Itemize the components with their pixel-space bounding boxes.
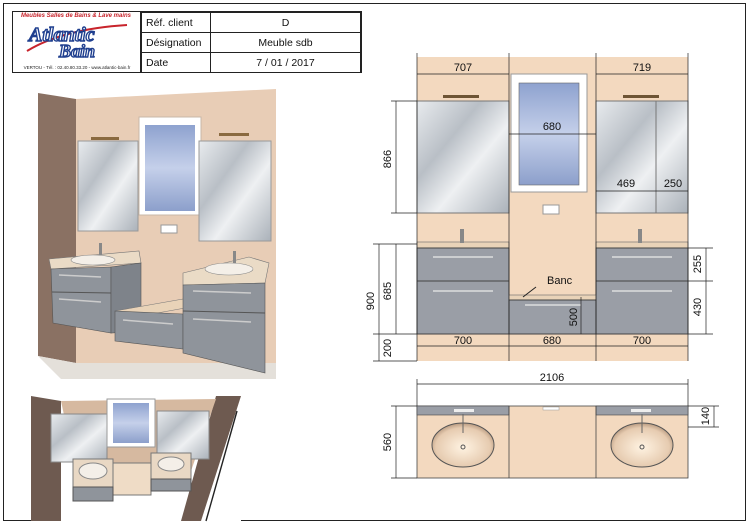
title-block: Meubles Salles de Bains & Lave mains Atl… bbox=[12, 11, 362, 73]
plan-dimension-lines bbox=[391, 379, 719, 479]
dim-mirror-left: 469 bbox=[617, 178, 635, 190]
dim-upper-drawer: 255 bbox=[692, 255, 704, 273]
dim-back-depth: 140 bbox=[700, 407, 712, 425]
dim-total-height: 900 bbox=[365, 292, 377, 310]
dim-bottom-center: 680 bbox=[543, 335, 561, 347]
dim-mirror-right: 250 bbox=[664, 178, 682, 190]
front-elevation bbox=[416, 57, 689, 361]
logo-wordmark: Atlantic Bain bbox=[26, 23, 128, 59]
overhead-perspective-view bbox=[31, 396, 241, 522]
dim-depth: 560 bbox=[382, 433, 394, 451]
row-value: 7 / 01 / 2017 bbox=[210, 52, 361, 73]
drawing-sheet: Meubles Salles de Bains & Lave mains Atl… bbox=[3, 3, 746, 522]
dim-window-width: 680 bbox=[543, 121, 561, 133]
logo-brand-top: Atlantic bbox=[27, 24, 95, 46]
bench-label: Banc bbox=[547, 275, 573, 287]
technical-drawing: 707 719 680 469 250 866 900 685 200 255 … bbox=[31, 53, 719, 522]
dim-right-width: 719 bbox=[633, 62, 651, 74]
plan-dimensions: 2106 560 140 bbox=[382, 372, 712, 451]
dim-left-width: 707 bbox=[454, 62, 472, 74]
perspective-view bbox=[38, 89, 276, 379]
table-row: Réf. client D bbox=[141, 12, 361, 33]
dim-cabinet-height: 685 bbox=[382, 282, 394, 300]
logo-contact: VERTOU - Tél. : 02.40.80.33.20 - www.atl… bbox=[23, 65, 131, 70]
elevation-dimension-lines bbox=[373, 53, 713, 362]
dim-plinth-height: 200 bbox=[382, 339, 394, 357]
row-label: Réf. client bbox=[141, 12, 211, 33]
dim-bottom-right: 700 bbox=[633, 335, 651, 347]
plan-view bbox=[416, 405, 689, 479]
row-label: Date bbox=[141, 52, 211, 73]
dim-bench-height: 500 bbox=[568, 308, 580, 326]
table-row: Date 7 / 01 / 2017 bbox=[141, 52, 361, 73]
elevation-dimensions: 707 719 680 469 250 866 900 685 200 255 … bbox=[365, 62, 704, 357]
dim-total-width: 2106 bbox=[540, 372, 564, 384]
row-label: Désignation bbox=[141, 32, 211, 53]
logo-brand-bottom: Bain bbox=[58, 41, 95, 59]
dim-mirror-height: 866 bbox=[382, 150, 394, 168]
row-value: Meuble sdb bbox=[210, 32, 361, 53]
dim-bottom-left: 700 bbox=[454, 335, 472, 347]
dim-lower-drawer: 430 bbox=[692, 298, 704, 316]
table-row: Désignation Meuble sdb bbox=[141, 32, 361, 53]
logo-tagline: Meubles Salles de Bains & Lave mains bbox=[20, 13, 132, 19]
company-logo: Meubles Salles de Bains & Lave mains Atl… bbox=[13, 12, 141, 72]
info-table: Réf. client D Désignation Meuble sdb Dat… bbox=[141, 12, 361, 73]
